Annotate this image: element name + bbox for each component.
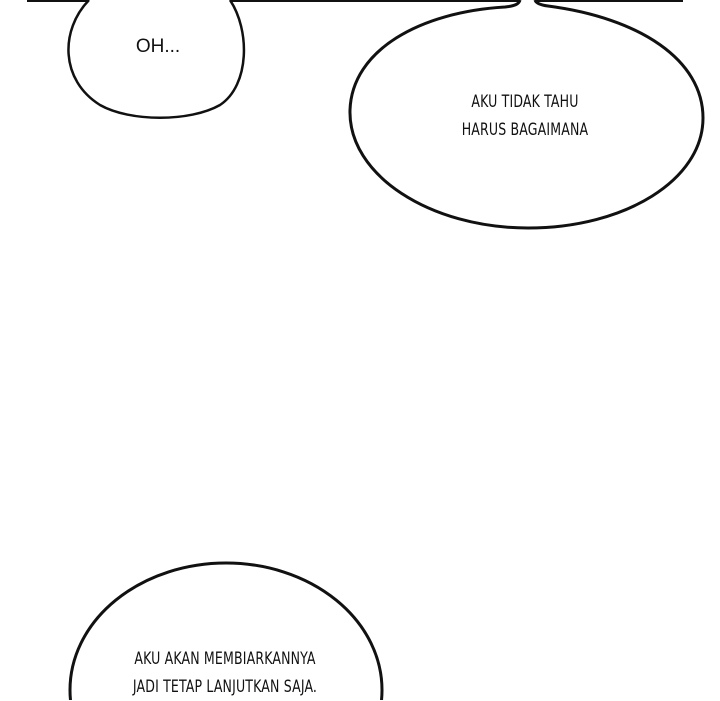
- speech-bubble-3-outline: [68, 561, 384, 700]
- speech-bubble-3-text: AKU AKAN MEMBIARKANNYA JADI TETAP LANJUT…: [106, 645, 344, 701]
- panel-border-top-left: [27, 0, 520, 2]
- bubble-line: JADI TETAP LANJUTKAN SAJA.: [132, 677, 318, 697]
- speech-bubble-1-text: OH...: [110, 33, 206, 61]
- speech-bubble-2-text: AKU TIDAK TAHU HARUS BAGAIMANA: [439, 88, 611, 144]
- speech-bubble-2-outline: [348, 0, 705, 230]
- bubble-line: AKU TIDAK TAHU: [471, 92, 579, 112]
- bubble-line: AKU AKAN MEMBIARKANNYA: [134, 649, 316, 669]
- bubble-line: HARUS BAGAIMANA: [461, 120, 589, 140]
- bubble-line: OH...: [135, 36, 181, 57]
- panel-border-top-right: [535, 0, 683, 2]
- speech-bubble-1-outline: [67, 0, 246, 119]
